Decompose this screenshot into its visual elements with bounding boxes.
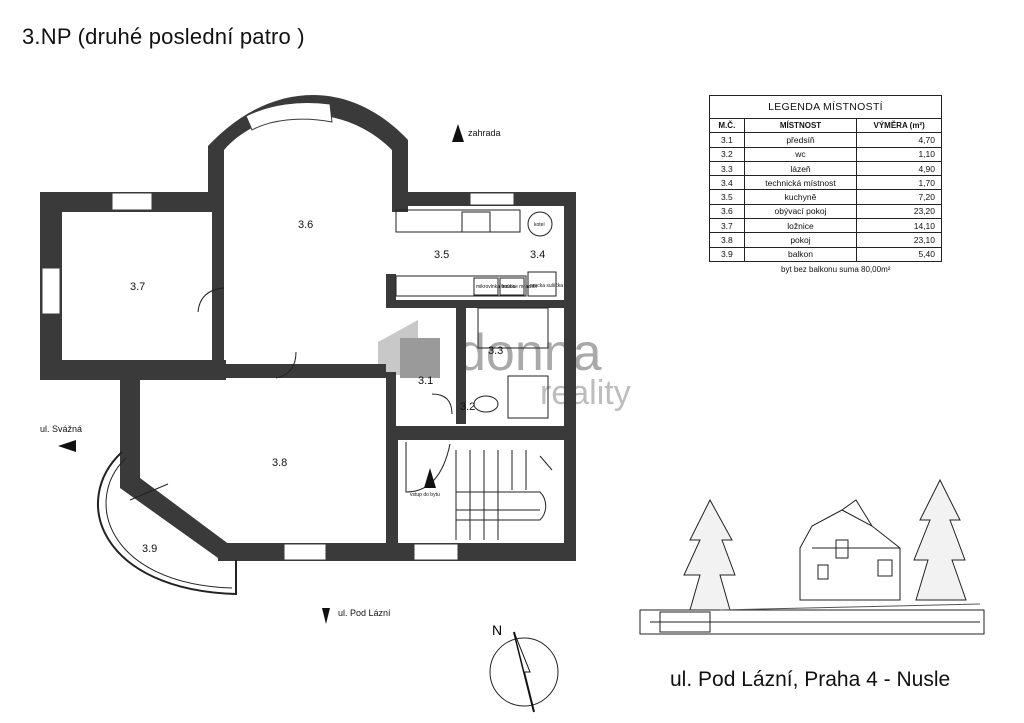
cell-no: 3.5 bbox=[709, 189, 745, 205]
legend-table: LEGENDA MÍSTNOSTÍ M.Č. MÍSTNOST VÝMĚRA (… bbox=[709, 95, 942, 262]
house-elevation bbox=[639, 478, 985, 635]
west-arrow-icon bbox=[58, 440, 76, 452]
room-3-6: 3.6 bbox=[298, 219, 313, 231]
room-3-9: 3.9 bbox=[142, 543, 157, 555]
cell-area: 1,70 bbox=[856, 175, 942, 191]
cell-no: 3.8 bbox=[709, 232, 745, 248]
watermark-brand: donna bbox=[457, 324, 602, 382]
cell-room: obývací pokoj bbox=[743, 203, 858, 220]
cell-area: 4,70 bbox=[856, 132, 942, 148]
cell-no: 3.9 bbox=[709, 246, 745, 262]
cell-area: 23,20 bbox=[856, 203, 942, 220]
cell-area: 14,10 bbox=[856, 218, 942, 234]
compass: N bbox=[489, 622, 559, 713]
page-title: 3.NP (druhé poslední patro ) bbox=[22, 24, 305, 49]
fixture-labels: kotel mikrovlnka trouba lednice mraznik … bbox=[476, 222, 563, 290]
microwave-label: mikrovlnka trouba bbox=[476, 284, 516, 290]
balcony-3-9 bbox=[97, 451, 237, 596]
watermark-sub: reality bbox=[540, 374, 631, 412]
north-arrow-icon bbox=[452, 124, 464, 142]
cell-area: 7,20 bbox=[856, 189, 942, 205]
vstup-label: vstup do bytu bbox=[410, 492, 440, 498]
zahrada-label: zahrada bbox=[468, 128, 501, 138]
room-labels: 3.7 3.6 3.5 3.4 3.3 3.1 3.2 3.8 3.9 bbox=[130, 219, 545, 555]
cell-room: ložnice bbox=[743, 218, 858, 234]
cell-room: lázeň bbox=[743, 160, 858, 177]
legend-header-area: VÝMĚRA (m²) bbox=[856, 117, 942, 134]
cell-area: 5,40 bbox=[856, 246, 942, 262]
room-3-3: 3.3 bbox=[488, 345, 503, 357]
cell-room: kuchyně bbox=[743, 189, 858, 205]
legend-header-room: MÍSTNOST bbox=[743, 117, 858, 134]
entrance-arrow-icon bbox=[424, 468, 436, 488]
cell-room: předsíň bbox=[743, 132, 858, 148]
cell-room: wc bbox=[743, 146, 858, 162]
kotel-label: kotel bbox=[534, 222, 545, 228]
cell-area: 4,90 bbox=[856, 160, 942, 177]
fridge-label: lednice mraznik bbox=[502, 284, 537, 290]
legend-header-no: M.Č. bbox=[709, 117, 745, 134]
watermark: donna reality bbox=[378, 320, 631, 412]
cell-no: 3.4 bbox=[709, 175, 745, 191]
cell-room: pokoj bbox=[743, 232, 858, 248]
windows bbox=[41, 102, 515, 561]
compass-north-label: N bbox=[492, 622, 502, 638]
pod-lazni-label: ul. Pod Lázní bbox=[338, 608, 391, 618]
cell-no: 3.6 bbox=[709, 203, 745, 220]
cell-area: 1,10 bbox=[856, 146, 942, 162]
south-arrow-icon bbox=[322, 608, 330, 624]
cell-no: 3.7 bbox=[709, 218, 745, 234]
cell-room: technická místnost bbox=[743, 175, 858, 191]
washer-label: pracka sušička bbox=[530, 283, 563, 289]
room-3-2: 3.2 bbox=[460, 401, 475, 413]
cell-no: 3.2 bbox=[709, 146, 745, 162]
direction-markers: zahrada ul. Svážná ul. Pod Lázní vstup d… bbox=[40, 124, 501, 624]
room-3-5: 3.5 bbox=[434, 249, 449, 261]
address-caption: ul. Pod Lázní, Praha 4 - Nusle bbox=[670, 668, 951, 691]
svazna-label: ul. Svážná bbox=[40, 424, 82, 434]
room-3-7: 3.7 bbox=[130, 281, 145, 293]
staircase bbox=[455, 450, 553, 540]
legend-title: LEGENDA MÍSTNOSTÍ bbox=[709, 95, 942, 119]
legend-total: byt bez balkonu suma 80,00m² bbox=[781, 265, 891, 274]
room-3-1: 3.1 bbox=[418, 375, 433, 387]
room-3-4: 3.4 bbox=[530, 249, 545, 261]
cell-area: 23,10 bbox=[856, 232, 942, 248]
room-3-8: 3.8 bbox=[272, 457, 287, 469]
cell-no: 3.3 bbox=[709, 160, 745, 177]
cell-room: balkon bbox=[743, 246, 858, 262]
legend-header-row: M.Č. MÍSTNOST VÝMĚRA (m²) bbox=[709, 117, 942, 134]
cell-no: 3.1 bbox=[709, 132, 745, 148]
